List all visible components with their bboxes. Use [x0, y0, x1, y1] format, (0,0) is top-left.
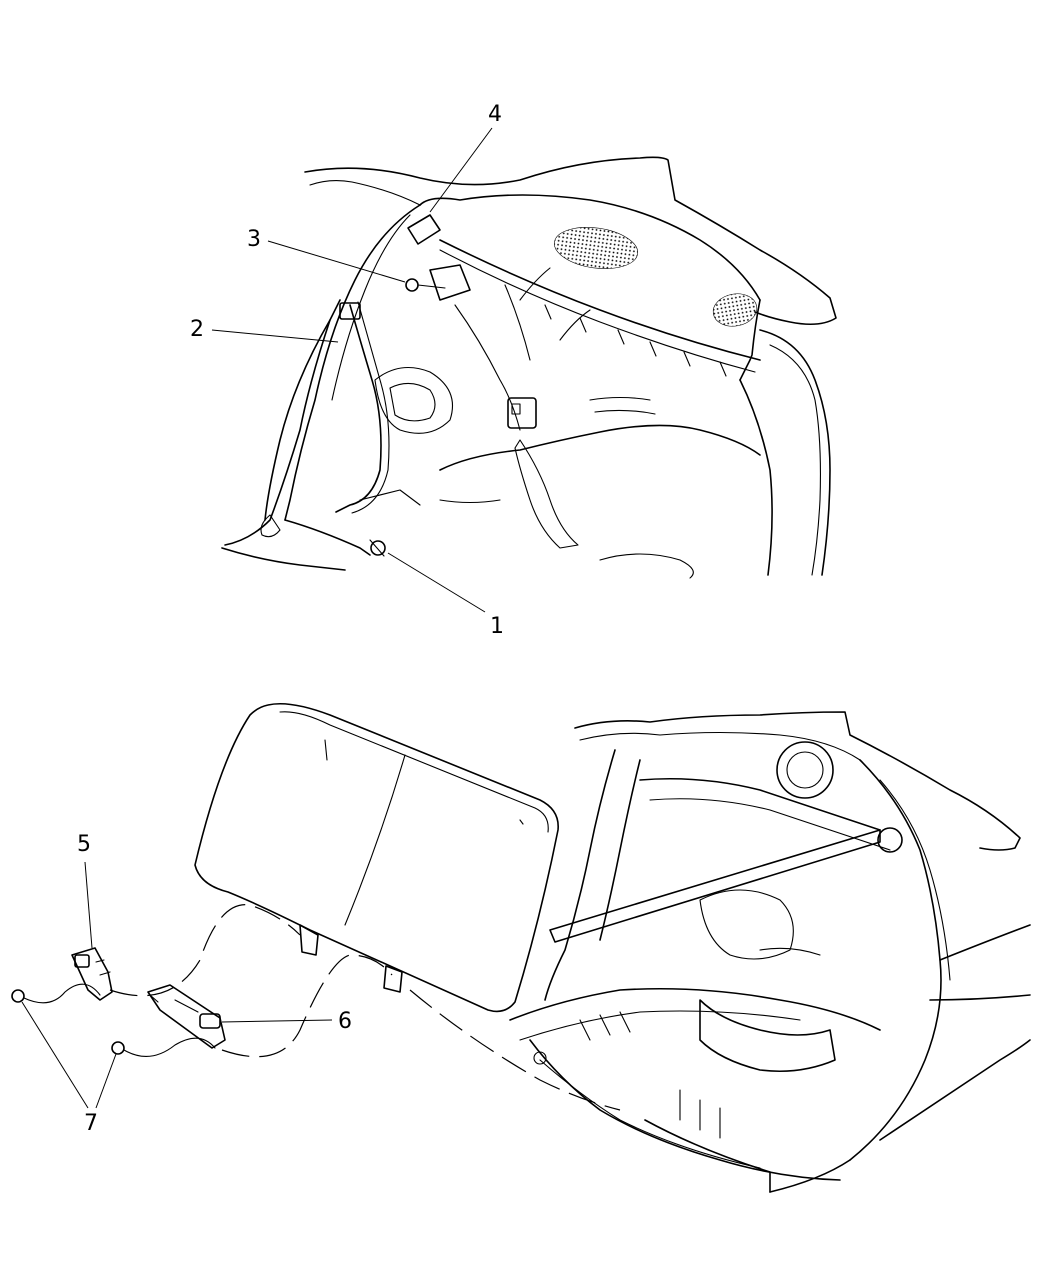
callout-5: 5	[77, 832, 93, 949]
callout-3: 3	[247, 227, 406, 283]
callout-2: 2	[190, 317, 339, 343]
callout-label-2: 2	[190, 317, 204, 342]
callout-label-3: 3	[247, 227, 261, 252]
callout-1: 1	[387, 552, 504, 639]
callout-7: 7	[21, 1001, 117, 1136]
callout-label-6: 6	[338, 1009, 352, 1034]
callout-label-5: 5	[77, 832, 91, 857]
lower-trunk-body	[509, 711, 1031, 1193]
callout-6: 6	[221, 1009, 352, 1034]
upper-trunk-assembly	[221, 156, 837, 579]
callout-label-7: 7	[84, 1111, 98, 1136]
callout-label-4: 4	[488, 102, 502, 127]
callout-label-1: 1	[490, 614, 504, 639]
buckle-assembly	[11, 904, 621, 1111]
rear-seat-back	[194, 702, 559, 1013]
callout-4: 4	[429, 102, 502, 213]
